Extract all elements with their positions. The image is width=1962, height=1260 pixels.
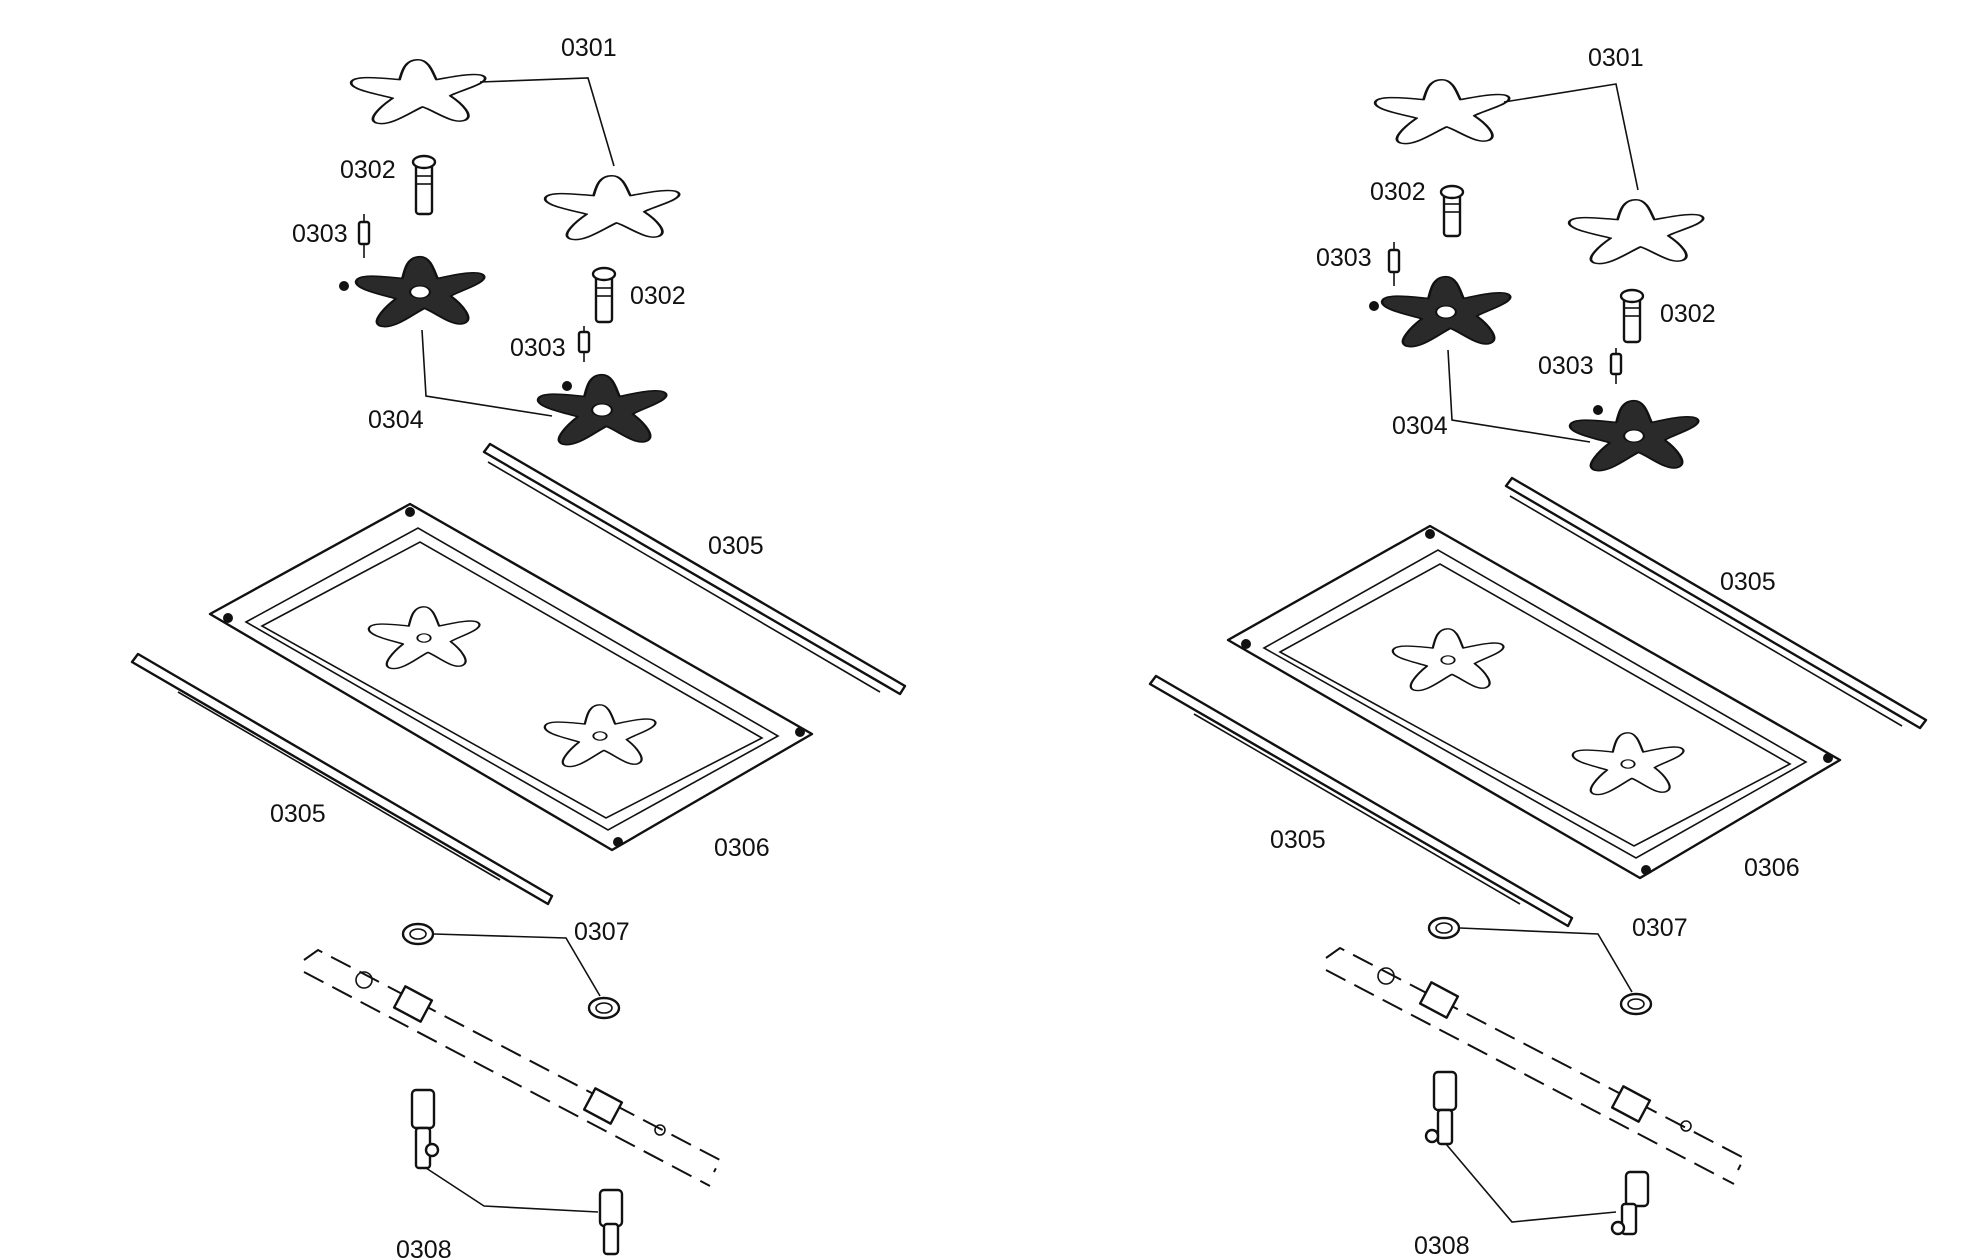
- nut-icon: [1619, 992, 1653, 1016]
- gas-valve-icon: [1610, 1170, 1650, 1236]
- nut-icon: [587, 996, 621, 1020]
- burner-base-icon: [1380, 275, 1512, 348]
- left-assembly: 0301 0302 0302 0303 0303 0304 0305 0305 …: [130, 34, 907, 1260]
- burner-cap-icon: [543, 174, 681, 241]
- burner-cap-icon: [349, 58, 487, 125]
- label-0305: 0305: [270, 800, 326, 828]
- label-0307: 0307: [574, 918, 630, 946]
- burner-base-icon: [354, 255, 486, 328]
- label-0305: 0305: [1270, 826, 1326, 854]
- label-0301: 0301: [561, 34, 617, 62]
- side-rail-icon: [482, 442, 907, 696]
- thermocouple-icon: [1387, 242, 1401, 286]
- gas-valve-icon: [598, 1188, 624, 1256]
- spark-plug-icon: [1619, 288, 1645, 344]
- spark-plug-icon: [1439, 184, 1465, 238]
- thermocouple-icon: [357, 214, 371, 258]
- burner-cap-icon: [1373, 78, 1511, 145]
- label-0302: 0302: [340, 156, 396, 184]
- label-0302: 0302: [1660, 300, 1716, 328]
- spark-plug-icon: [411, 154, 437, 216]
- thermocouple-icon: [1609, 348, 1623, 384]
- label-0303: 0303: [1538, 352, 1594, 380]
- label-0304: 0304: [368, 406, 424, 434]
- side-rail-icon: [1148, 674, 1574, 928]
- label-0306: 0306: [714, 834, 770, 862]
- nut-icon: [1427, 916, 1461, 940]
- label-0307: 0307: [1632, 914, 1688, 942]
- label-0306: 0306: [1744, 854, 1800, 882]
- side-rail-icon: [1504, 476, 1928, 730]
- side-rail-icon: [130, 652, 554, 906]
- label-0303: 0303: [1316, 244, 1372, 272]
- gas-valve-icon: [1424, 1070, 1458, 1146]
- thermocouple-icon: [577, 326, 591, 362]
- gas-valve-icon: [410, 1088, 440, 1170]
- spark-plug-icon: [591, 266, 617, 324]
- manifold-bracket-icon: [303, 948, 722, 1187]
- nut-icon: [401, 922, 435, 946]
- label-0308: 0308: [396, 1236, 452, 1260]
- label-0304: 0304: [1392, 412, 1448, 440]
- label-0301: 0301: [1588, 44, 1644, 72]
- burner-base-icon: [1568, 399, 1700, 472]
- label-0302: 0302: [1370, 178, 1426, 206]
- burner-base-icon: [536, 373, 668, 446]
- label-0303: 0303: [292, 220, 348, 248]
- burner-tray-icon: [208, 502, 814, 852]
- label-0308: 0308: [1414, 1232, 1470, 1260]
- right-assembly: 0301 0302 0302 0303 0303 0304 0305 0305 …: [1148, 44, 1928, 1260]
- label-0305: 0305: [1720, 568, 1776, 596]
- label-0302: 0302: [630, 282, 686, 310]
- burner-cap-icon: [1567, 198, 1705, 265]
- label-0305: 0305: [708, 532, 764, 560]
- label-0303: 0303: [510, 334, 566, 362]
- manifold-bracket-icon: [1325, 946, 1746, 1185]
- burner-tray-icon: [1226, 524, 1842, 880]
